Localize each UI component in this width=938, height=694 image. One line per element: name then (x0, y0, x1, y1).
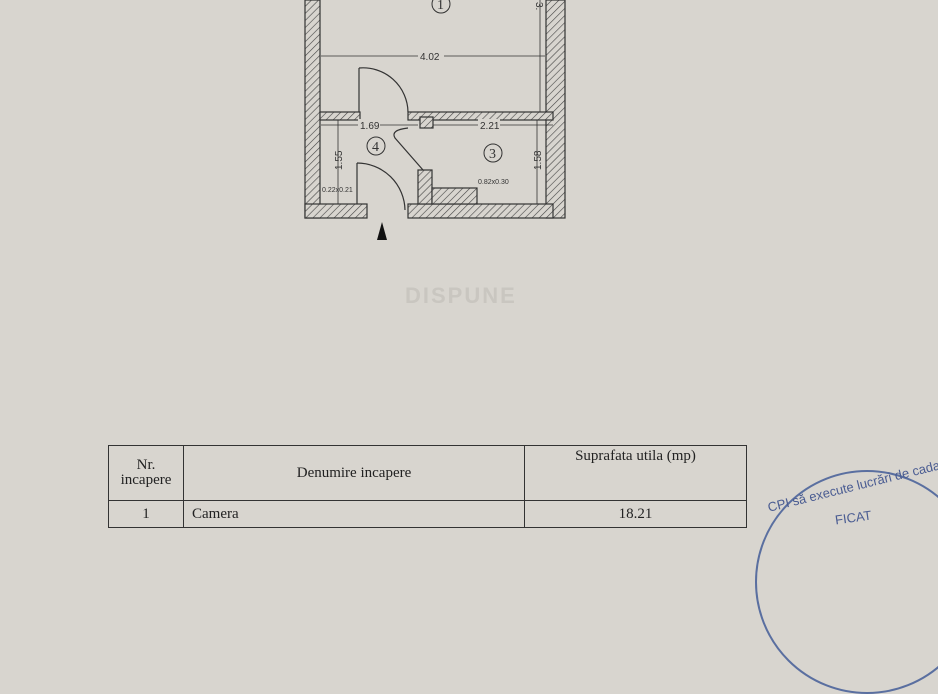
walls (304, 0, 566, 219)
dim-room1-width: 4.02 (420, 52, 440, 63)
header-area: Suprafata utila (mp) (524, 445, 747, 501)
cell-area: 18.21 (524, 500, 747, 528)
dim-room4-height: 1.55 (334, 150, 345, 170)
rooms-table: Nr. incapere Denumire incapere Suprafata… (108, 445, 747, 528)
header-nr: Nr. incapere (108, 445, 184, 501)
dim-room1-height: 3. (533, 2, 544, 10)
dim-room3-width: 2.21 (480, 121, 500, 132)
stamp-text-1: CPI să execute lucrări de cadastru (766, 452, 938, 515)
cell-nr: 1 (108, 500, 184, 528)
dimension-lines (321, 0, 553, 204)
room-label-3: 3 (489, 147, 496, 162)
doors (356, 67, 424, 211)
bleed-through-text: DISPUNE (405, 283, 517, 308)
note-2: 0.82x0.30 (478, 179, 509, 186)
note-1: 0.22x0.21 (322, 187, 353, 194)
dim-room3-height: 1.58 (533, 150, 544, 170)
table-row: 1 Camera 18.21 (108, 500, 747, 528)
cell-name: Camera (183, 500, 525, 528)
room-label-1: 1 (437, 0, 444, 13)
room-label-4: 4 (372, 140, 379, 155)
header-name: Denumire incapere (183, 445, 525, 501)
official-stamp: CPI să execute lucrări de cadastru FICAT (755, 452, 938, 694)
entrance-arrow-icon (377, 222, 387, 240)
dim-room4-width: 1.69 (360, 121, 380, 132)
stamp-text-2: FICAT (834, 507, 873, 528)
floor-plan: 4.02 1.69 2.21 1.55 1.58 3. 0.22x0.21 0.… (304, 0, 566, 240)
